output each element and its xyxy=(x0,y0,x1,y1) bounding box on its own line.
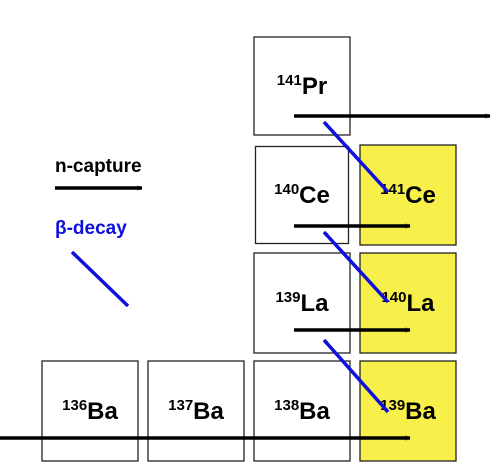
nuclide-label-ba136: 136Ba xyxy=(62,397,118,425)
decay-arrow-ba139-to-la139 xyxy=(322,338,390,414)
nuclide-mass-number: 141 xyxy=(380,181,405,198)
nuclide-box-ba139 xyxy=(359,360,457,462)
nuclide-label-pr141: 141Pr xyxy=(277,72,327,100)
nuclide-box-ba137 xyxy=(147,360,245,462)
nuclide-element-symbol: Ba xyxy=(299,398,330,425)
nuclide-element-symbol: La xyxy=(407,290,436,317)
nuclide-element-symbol: Ce xyxy=(299,182,330,209)
nuclide-mass-number: 136 xyxy=(62,397,87,414)
nuclide-label-la140: 140La xyxy=(381,289,435,317)
nuclide-label-ba138: 138Ba xyxy=(274,397,330,425)
nuclide-element-symbol: Ba xyxy=(193,398,224,425)
capture-arrows xyxy=(0,113,491,441)
legend-n-capture-label: n-capture xyxy=(55,156,142,177)
nuclide-label-ce141: 141Ce xyxy=(380,181,436,209)
decay-arrows xyxy=(322,120,390,414)
legend-beta-decay-arrow xyxy=(70,250,130,308)
nuclide-label-ce140: 140Ce xyxy=(274,181,330,209)
decay-arrow-ce141-to-pr141 xyxy=(322,120,390,194)
legend-beta-decay-label: β-decay xyxy=(55,218,127,239)
nuclide-element-symbol: Ce xyxy=(405,182,436,209)
nuclide-box-pr141 xyxy=(253,36,351,136)
nuclide-box-la139 xyxy=(253,252,351,354)
legend: n-capture β-decay xyxy=(55,156,143,308)
nuclide-box-ba136 xyxy=(41,360,139,462)
nuclide-element-symbol: Ba xyxy=(405,398,436,425)
nuclide-element-symbol: Pr xyxy=(302,73,327,100)
nuclide-mass-number: 139 xyxy=(275,289,300,306)
nuclide-label-ba137: 137Ba xyxy=(168,397,224,425)
nuclide-box-la140 xyxy=(359,252,457,354)
nuclide-element-symbol: La xyxy=(301,290,330,317)
nuclide-box-ba138 xyxy=(253,360,351,462)
nuclide-mass-number: 137 xyxy=(168,397,193,414)
nuclide-label-la139: 139La xyxy=(275,289,329,317)
nuclide-mass-number: 140 xyxy=(274,181,299,198)
nuclide-element-symbol: Ba xyxy=(87,398,118,425)
nuclide-mass-number: 141 xyxy=(277,72,302,89)
nuclide-mass-number: 138 xyxy=(274,397,299,414)
decay-arrow-la140-to-ce140 xyxy=(322,230,390,304)
